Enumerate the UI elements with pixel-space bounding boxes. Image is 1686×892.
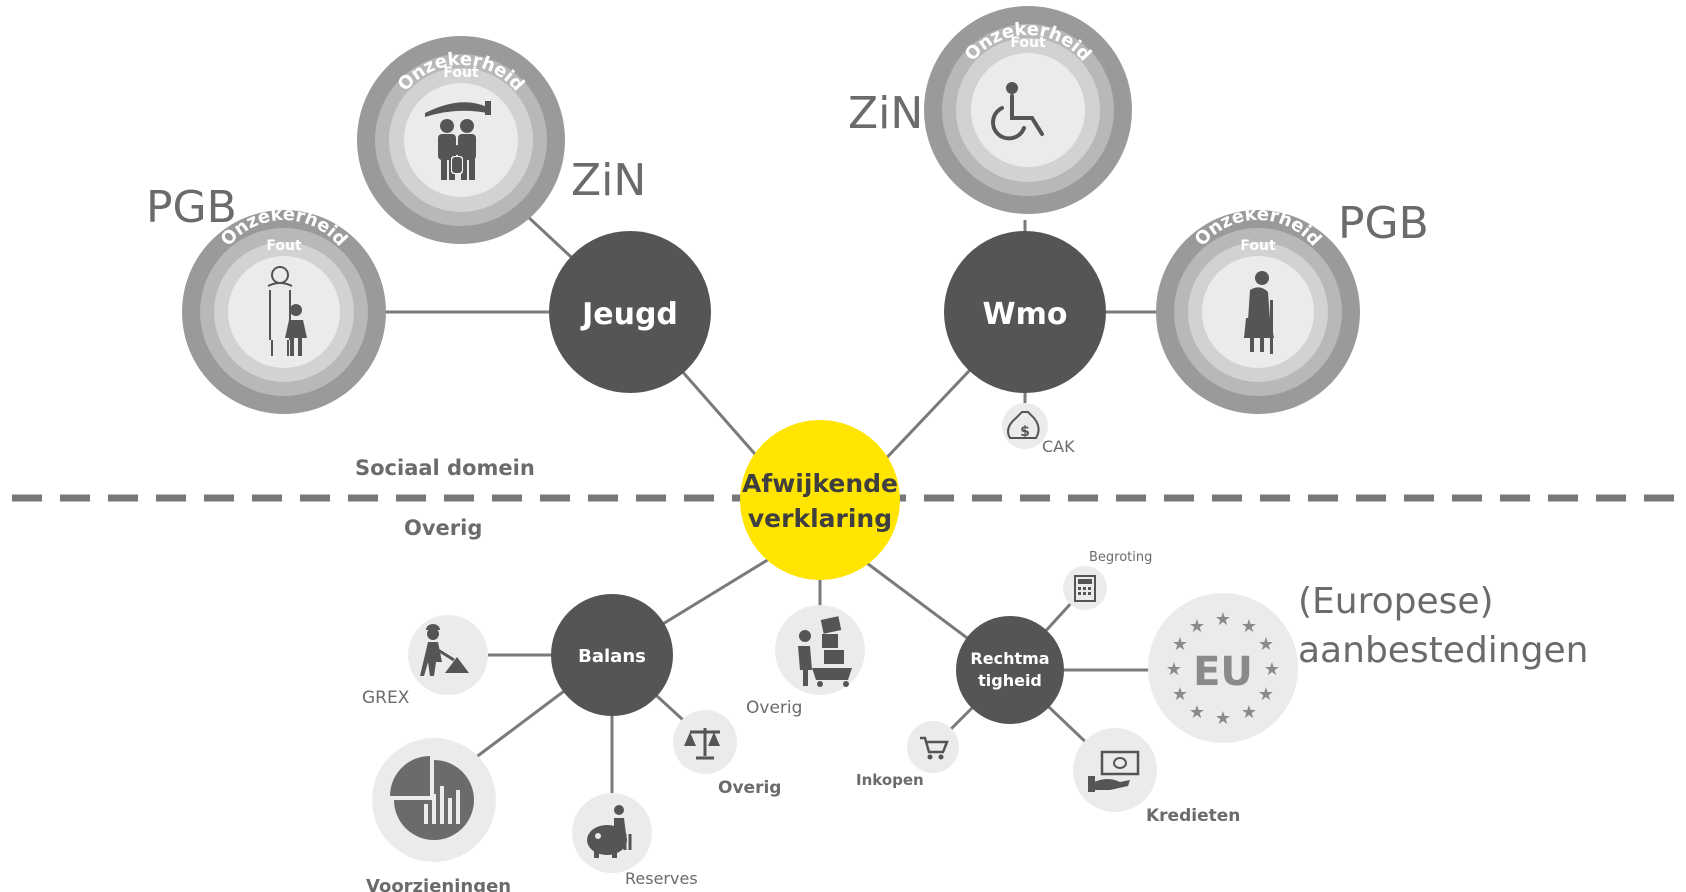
overig-center-label: Overig [746, 698, 802, 718]
svg-text:★: ★ [1215, 609, 1231, 630]
eu-stars-icon: ★ ★ ★ ★ ★ ★ ★ ★ ★ ★ ★ ★ [1148, 593, 1298, 743]
voorzieningen-label: Voorzieningen [366, 876, 511, 892]
svg-text:★: ★ [1264, 659, 1280, 680]
wmo-pgb-label: PGB [1338, 198, 1429, 249]
calculator-icon [1063, 566, 1107, 610]
grex-label: GREX [362, 688, 410, 708]
wmo-zin-fout-label: Fout [1010, 35, 1046, 51]
pie-chart-icon [372, 738, 496, 862]
svg-text:$: $ [1020, 424, 1030, 440]
jeugd-zin-ring: Onzekerheid Fout [357, 36, 565, 244]
family-protection-icon [425, 101, 491, 180]
svg-text:★: ★ [1241, 616, 1257, 637]
cart-icon [907, 721, 959, 773]
svg-text:★: ★ [1166, 659, 1182, 680]
reserves-label: Reserves [625, 869, 698, 888]
svg-text:★: ★ [1215, 708, 1231, 729]
money-bag-icon: $ [1002, 403, 1048, 449]
svg-text:★: ★ [1172, 634, 1188, 655]
balans-label: Balans [578, 646, 646, 667]
kredieten-label: Kredieten [1146, 806, 1240, 826]
wmo-zin-label: ZiN [848, 88, 923, 139]
center-label-line1: Afwijkende [742, 469, 898, 498]
center-label-line2: verklaring [748, 504, 892, 533]
svg-text:★: ★ [1241, 702, 1257, 723]
cak-label: CAK [1042, 437, 1075, 456]
svg-text:★: ★ [1258, 634, 1274, 655]
aanbestedingen-label-line1: (Europese) [1298, 581, 1494, 622]
overig-region-label: Overig [404, 516, 482, 540]
balans-hub [551, 594, 673, 716]
wmo-hub [944, 231, 1106, 393]
svg-text:★: ★ [1189, 702, 1205, 723]
money-hand-icon [1073, 728, 1157, 812]
balans-overig-label: Overig [718, 778, 781, 798]
sociaal-domein-label: Sociaal domein [355, 456, 535, 480]
rechtmatigheid-label-line1: Rechtma [970, 649, 1049, 668]
wmo-pgb-ring: Onzekerheid Fout [1156, 204, 1360, 414]
jeugd-hub [549, 231, 711, 393]
wmo-zin-ring: Onzekerheid Fout [924, 6, 1132, 214]
shopping-cart-boxes-icon [775, 605, 865, 695]
rechtmatigheid-label-line2: tigheid [978, 671, 1042, 690]
begroting-label: Begroting [1089, 550, 1152, 565]
wheelchair-icon [991, 82, 1044, 141]
jeugd-label: Jeugd [580, 297, 678, 332]
jeugd-pgb-ring: Onzekerheid Fout [182, 204, 386, 414]
scales-icon [673, 710, 737, 774]
eu-label: EU [1193, 649, 1253, 695]
rechtmatigheid-hub [956, 616, 1064, 724]
parent-child-icon [267, 266, 307, 356]
inkopen-label: Inkopen [856, 771, 924, 789]
svg-text:★: ★ [1258, 684, 1274, 705]
jeugd-zin-label: ZiN [571, 155, 646, 206]
aanbestedingen-label-line2: aanbestedingen [1298, 630, 1588, 671]
construction-worker-icon [408, 615, 488, 695]
jeugd-pgb-fout-label: Fout [266, 238, 302, 254]
wmo-label: Wmo [983, 297, 1068, 332]
piggy-bank-icon [572, 793, 652, 873]
svg-text:★: ★ [1172, 684, 1188, 705]
jeugd-zin-fout-label: Fout [443, 65, 479, 81]
elderly-person-icon [1244, 271, 1274, 354]
svg-text:★: ★ [1189, 616, 1205, 637]
afwijkende-verklaring-node [740, 420, 900, 580]
wmo-pgb-fout-label: Fout [1240, 238, 1276, 254]
jeugd-pgb-label: PGB [146, 182, 237, 233]
